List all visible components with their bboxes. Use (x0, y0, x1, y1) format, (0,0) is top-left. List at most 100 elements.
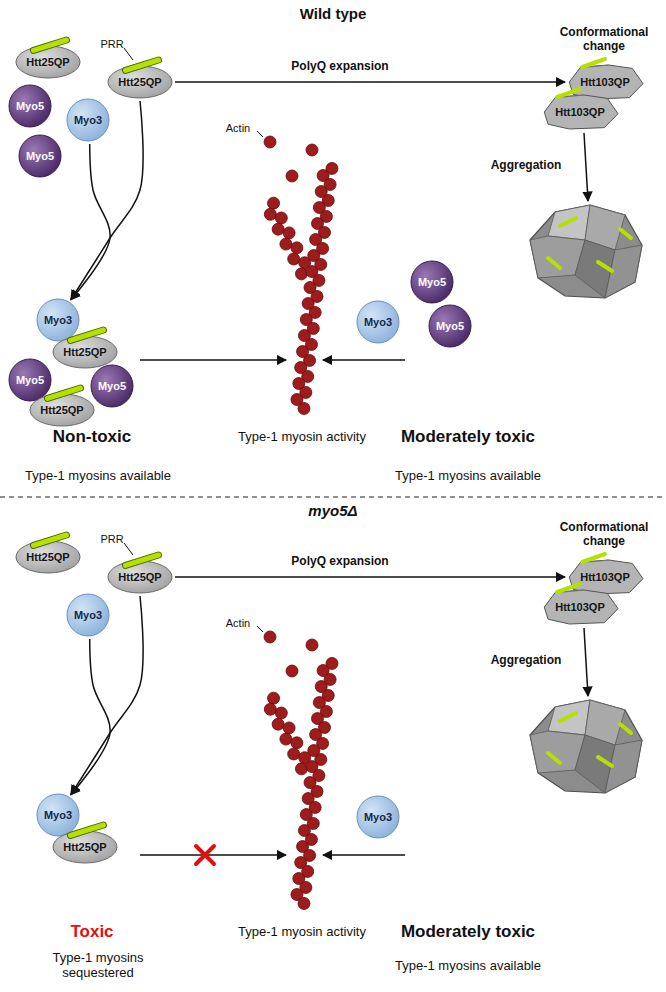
htt103qp-protein: Htt103QP (567, 65, 643, 99)
protein-name: Myo5 (418, 276, 446, 288)
protein-name: Htt25QP (26, 551, 69, 563)
protein-name: Htt103QP (580, 76, 630, 88)
actin-monomer (264, 631, 276, 643)
htt103qp-protein: Htt103QP (542, 590, 618, 624)
prr-region (125, 60, 158, 70)
htt25qp-protein: Htt25QP (15, 540, 81, 574)
region-label: PRR (92, 38, 132, 51)
status-label: Type-1 myosins available (393, 959, 543, 974)
protein-ellipse (53, 831, 117, 863)
protein-circle (411, 261, 453, 303)
actin-monomer (264, 136, 276, 148)
prr-region (582, 554, 605, 562)
protein-name: Htt25QP (63, 841, 106, 853)
htt25qp-protein: Htt25QP (15, 45, 81, 79)
block-cross (196, 846, 214, 864)
protein-circle (429, 305, 471, 347)
region-label: PRR (92, 533, 132, 546)
protein-name: Myo3 (44, 809, 72, 821)
actin-monomer (286, 665, 298, 677)
actin-monomer (291, 242, 303, 254)
actin-monomer (298, 897, 310, 909)
misfolded-outline (569, 560, 643, 594)
activity-arrow (140, 359, 286, 361)
protein-name: Myo5 (436, 320, 464, 332)
aggregate (530, 205, 642, 298)
protein-circle (9, 359, 51, 401)
myo5-protein: Myo5 (18, 134, 62, 178)
outcome-label: Toxic (7, 922, 177, 942)
prr-fragment (620, 229, 631, 238)
process-label: Aggregation (480, 654, 572, 668)
activity-label: Type-1 myosin activity (227, 925, 377, 940)
leader-line (257, 131, 263, 137)
protein-name: Myo5 (16, 100, 44, 112)
actin-monomer (280, 238, 292, 250)
actin-monomer (295, 763, 307, 775)
block-mark (196, 846, 214, 864)
protein-circle (357, 301, 399, 343)
myo5-protein: Myo5 (8, 84, 52, 128)
protein-name: Htt103QP (555, 106, 605, 118)
actin-monomer (280, 733, 292, 745)
htt25qp-protein: Htt25QP (52, 335, 118, 369)
panel-title: Wild type (233, 5, 433, 22)
protein-name: Myo3 (364, 811, 392, 823)
actin-monomer (264, 208, 276, 220)
prr-region (70, 330, 103, 340)
status-label: Type-1 myosins available (23, 469, 173, 484)
myo5-protein: Myo5 (90, 364, 134, 408)
htt25qp-protein: Htt25QP (29, 393, 95, 427)
protein-name: Myo3 (74, 114, 102, 126)
component-label: Actin (218, 122, 258, 135)
actin-monomer (288, 748, 300, 760)
prr-fragment (560, 218, 576, 226)
protein-circle (37, 299, 79, 341)
actin-monomer (275, 707, 287, 719)
actin-monomer (268, 692, 280, 704)
prr-outline (125, 555, 158, 565)
status-label: Type-1 myosins sequestered (23, 951, 173, 981)
process-arrow (175, 576, 565, 578)
outcome-label: Moderately toxic (378, 922, 558, 942)
protein-circle (19, 135, 61, 177)
process-arrow (71, 144, 110, 300)
protein-name: Myo5 (16, 374, 44, 386)
protein-ellipse (53, 336, 117, 368)
protein-circle (67, 99, 109, 141)
leader-line (124, 48, 133, 60)
prr-fragment (598, 262, 612, 271)
protein-name: Myo3 (364, 316, 392, 328)
protein-name: Myo3 (74, 609, 102, 621)
process-label: Aggregation (480, 159, 572, 173)
myo3-protein: Myo3 (356, 795, 400, 839)
myo5-protein: Myo5 (410, 260, 454, 304)
prr-outline (33, 40, 66, 50)
actin-monomer (272, 223, 284, 235)
actin-monomer (306, 144, 318, 156)
actin-monomer (268, 197, 280, 209)
protein-circle (357, 796, 399, 838)
misfolded-outline (569, 65, 643, 99)
actin-monomer (283, 227, 295, 239)
panel-divider (0, 496, 666, 497)
arrow-label: PolyQ expansion (288, 59, 391, 73)
myo3-protein: Myo3 (66, 593, 110, 637)
arrow-label: PolyQ expansion (288, 554, 391, 568)
prr-outline (70, 825, 103, 835)
protein-name: Htt103QP (555, 601, 605, 613)
protein-name: Myo5 (26, 150, 54, 162)
htt25qp-protein: Htt25QP (52, 830, 118, 864)
protein-name: Htt25QP (63, 346, 106, 358)
protein-name: Htt103QP (580, 571, 630, 583)
prr-fragment (548, 258, 560, 268)
actin-monomer (264, 703, 276, 715)
misfolded-outline (544, 95, 618, 129)
prr-region (557, 89, 580, 97)
panel-artwork (124, 48, 642, 360)
prr-outline (125, 60, 158, 70)
protein-ellipse (30, 394, 94, 426)
process-label: Conformational change (544, 521, 664, 549)
myo5-protein: Myo5 (428, 304, 472, 348)
